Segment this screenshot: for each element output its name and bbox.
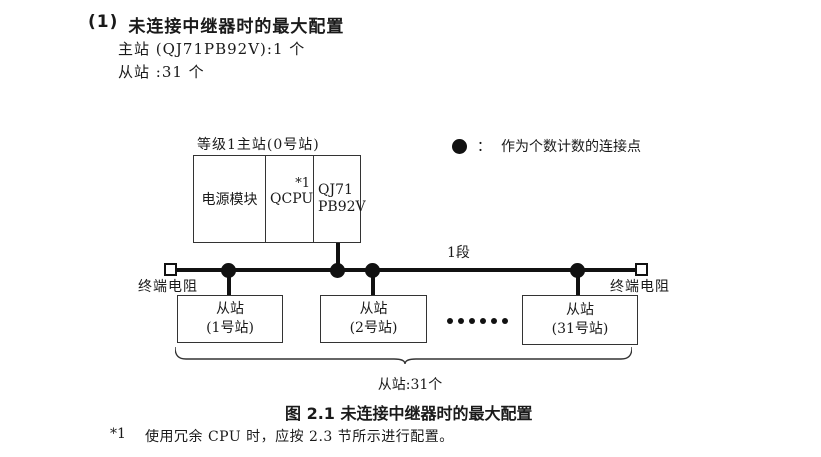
pb92v-line1: QJ71 [318,181,353,198]
qcpu-label: QCPU [270,191,314,207]
master-count-line: 主站 (QJ71PB92V):1 个 [118,40,306,58]
master-station-label: 等级1主站(0号站) [197,137,320,153]
section-number: (1) [88,12,119,32]
connection-node [570,263,585,278]
power-module-cell: 电源模块 [194,156,266,242]
slave2-subtitle: (2号站) [349,320,398,336]
slave1-subtitle: (1号站) [206,320,254,336]
section-title: 未连接中继器时的最大配置 [128,17,345,37]
slave-count-line: 从站 :31 个 [118,63,205,81]
footnote-ref: *1 [295,176,310,191]
left-terminator-icon [164,263,177,276]
right-terminator-label: 终端电阻 [610,279,670,295]
right-terminator-icon [635,263,648,276]
segment-label: 1段 [447,245,470,261]
bus-line [177,268,635,272]
slave31-title: 从站 [566,302,594,319]
section-heading: (1) 未连接中继器时的最大配置 [88,12,344,37]
connection-point-dot-icon [452,138,467,154]
qcpu-cell: QCPU *1 [266,156,314,242]
slave31-drop-line [576,270,580,295]
brace-label: 从站:31个 [377,377,443,393]
slave31-subtitle: (31号站) [551,321,609,337]
slave-box-2: 从站 (2号站) [320,295,427,343]
pb92v-cell: QJ71 PB92V [314,156,366,242]
slave2-title: 从站 [359,301,388,318]
master-station-box: 电源模块 QCPU *1 QJ71 PB92V [193,155,366,243]
pb92v-line2: PB92V [318,199,366,215]
connection-node [365,263,380,278]
left-terminator-label: 终端电阻 [138,279,198,295]
slave-box-31: 从站 (31号站) [522,295,638,345]
figure-caption: 图 2.1 未连接中继器时的最大配置 [285,404,533,423]
legend: ： 作为个数计数的连接点 [452,136,641,156]
legend-text: 作为个数计数的连接点 [501,139,641,155]
footnote-marker: *1 [110,426,126,442]
underbrace [175,347,632,365]
connection-node [330,263,345,278]
ellipsis-dots-icon [447,318,508,324]
connection-node [221,263,236,278]
slave-box-1: 从站 (1号站) [177,295,283,343]
master-drop-line [336,243,340,270]
slave1-title: 从站 [216,301,244,318]
slave2-drop-line [371,270,375,295]
footnote-text: 使用冗余 CPU 时，应按 2.3 节所示进行配置。 [145,429,454,445]
slave1-drop-line [227,270,231,295]
legend-colon: ： [477,139,491,155]
